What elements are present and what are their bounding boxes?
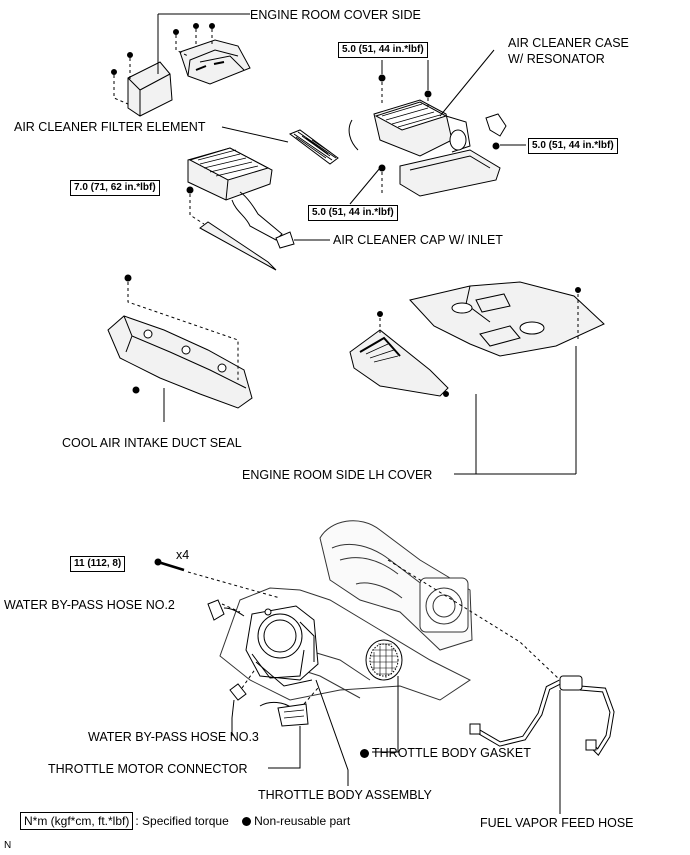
bolt-dashed-guide [187,571,281,599]
label-engine-room-cover-side: ENGINE ROOM COVER SIDE [250,8,421,22]
label-throttle-body-gasket: THROTTLE BODY GASKET [360,746,531,760]
air-cleaner-cap-part [187,147,295,271]
water-bypass-hose-no3-part [229,683,247,719]
label-water-bypass-hose-no3: WATER BY-PASS HOSE NO.3 [88,730,259,744]
case-bottom-torque-leader [349,167,381,205]
legend: N*m (kgf*cm, ft.*lbf): Specified torque … [20,812,351,830]
case-dashed-guides [381,82,429,196]
label-throttle-motor-connector: THROTTLE MOTOR CONNECTOR [48,762,248,776]
torque-case-bottom: 5.0 (51, 44 in.*lbf) [308,205,398,221]
air-cleaner-filter-element-part [288,129,339,165]
lh-cover-dashed-guides [379,294,579,340]
lh-cover-clip-c [443,391,449,397]
gasket-leader [372,676,399,753]
cool-air-intake-duct-seal-part [107,315,253,409]
nonreusable-dot-icon [360,749,369,758]
engine-room-side-lh-cover-part [349,281,605,397]
connector-leader [268,726,301,769]
fuel-vapor-feed-hose-part [469,675,615,756]
intake-manifold-part [219,520,473,701]
case-bolts [378,74,500,172]
throttle-body-assembly-part [245,605,319,687]
duct-seal-clip-lower [132,386,140,394]
label-air-cleaner-cap-w-inlet: AIR CLEANER CAP W/ INLET [333,233,503,247]
filter-leader [221,126,289,143]
label-air-cleaner-filter-element: AIR CLEANER FILTER ELEMENT [14,120,206,134]
water-bypass-hose-no2-part [207,599,245,621]
label-water-bypass-hose-no2: WATER BY-PASS HOSE NO.2 [4,598,175,612]
lh-cover-leader [454,346,577,475]
gasket-dashed-guide [387,559,561,681]
cover-side-leader [157,13,250,74]
throttle-bolt-quantity: x4 [176,548,190,562]
legend-torque-desc: : Specified torque [135,814,229,828]
throttle-bolt [154,558,185,572]
duct-seal-dashed-guide [127,282,239,380]
case-bracket [485,113,507,137]
engine-room-cover-side-part [127,39,251,117]
throttle-body-gasket-text: THROTTLE BODY GASKET [372,746,531,760]
lh-cover-clip-b [377,311,383,317]
label-engine-room-side-lh-cover: ENGINE ROOM SIDE LH COVER [242,468,433,482]
throttle-body-leader [315,679,349,786]
legend-torque-unit: N*m (kgf*cm, ft.*lbf) [20,812,134,830]
case-torque-leaders [381,60,429,90]
torque-case-top: 5.0 (51, 44 in.*lbf) [338,42,428,58]
label-cool-air-intake-duct-seal: COOL AIR INTAKE DUCT SEAL [62,436,242,450]
legend-nonreusable-text: Non-reusable part [254,814,351,828]
label-throttle-body-assembly: THROTTLE BODY ASSEMBLY [258,788,432,802]
case-leader [439,49,495,117]
throttle-body-gasket-part [365,639,403,681]
hose3-dashed-guide [241,667,257,689]
cap-dashed-guide [189,194,205,225]
cover-dashed-guides [113,29,213,105]
corner-mark: N [4,840,12,851]
cover-clips [111,23,215,75]
label-air-cleaner-case-line2: W/ RESONATOR [508,52,605,66]
label-fuel-vapor-feed-hose: FUEL VAPOR FEED HOSE [480,816,634,830]
legend-nonreusable-dot-icon [242,817,252,826]
torque-case-right: 5.0 (51, 44 in.*lbf) [528,138,618,154]
torque-cap: 7.0 (71, 62 in.*lbf) [70,180,160,196]
lh-cover-clip-a [575,287,581,293]
torque-throttle: 11 (112, 8) [70,556,126,572]
air-cleaner-case-part [348,99,501,197]
throttle-motor-connector-part [259,701,309,727]
cap-bolt [186,186,194,194]
duct-seal-clip [124,274,132,282]
label-air-cleaner-case-line1: AIR CLEANER CASE [508,36,629,50]
